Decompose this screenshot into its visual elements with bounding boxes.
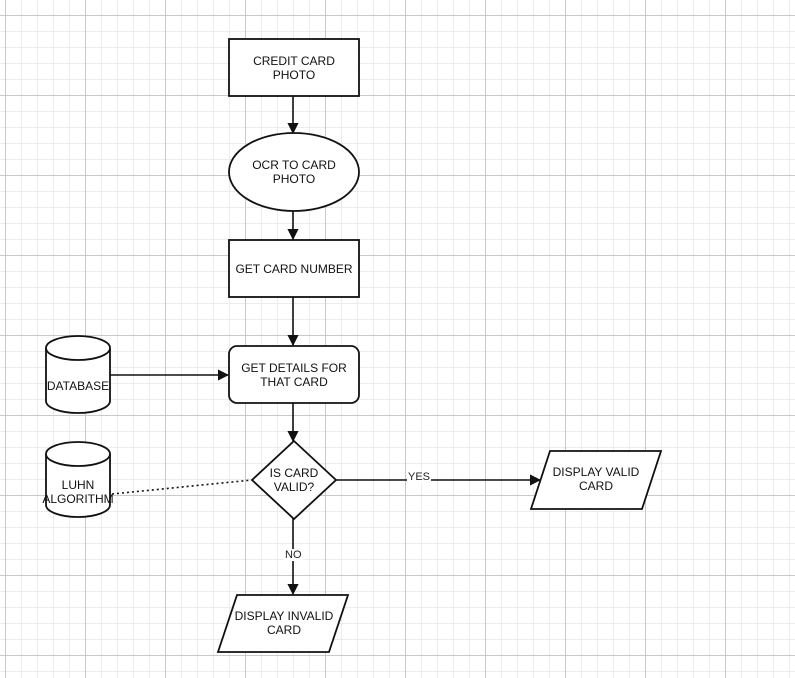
luhn-algorithm-cylinder[interactable] [45, 441, 111, 518]
edge-yes-label: YES [407, 471, 432, 483]
get-details-box[interactable] [228, 345, 360, 404]
display-valid-card-parallelogram[interactable] [529, 450, 663, 510]
display-invalid-card-parallelogram[interactable] [216, 594, 350, 653]
edge-luhn-to-decision[interactable] [111, 479, 253, 495]
get-card-number-box[interactable] [228, 239, 360, 298]
is-card-valid-diamond[interactable] [250, 439, 338, 521]
credit-card-photo-box[interactable] [228, 38, 360, 97]
database-cylinder[interactable] [45, 335, 111, 414]
ocr-to-card-photo-ellipse[interactable] [228, 132, 360, 212]
edge-no-label: NO [284, 549, 303, 561]
